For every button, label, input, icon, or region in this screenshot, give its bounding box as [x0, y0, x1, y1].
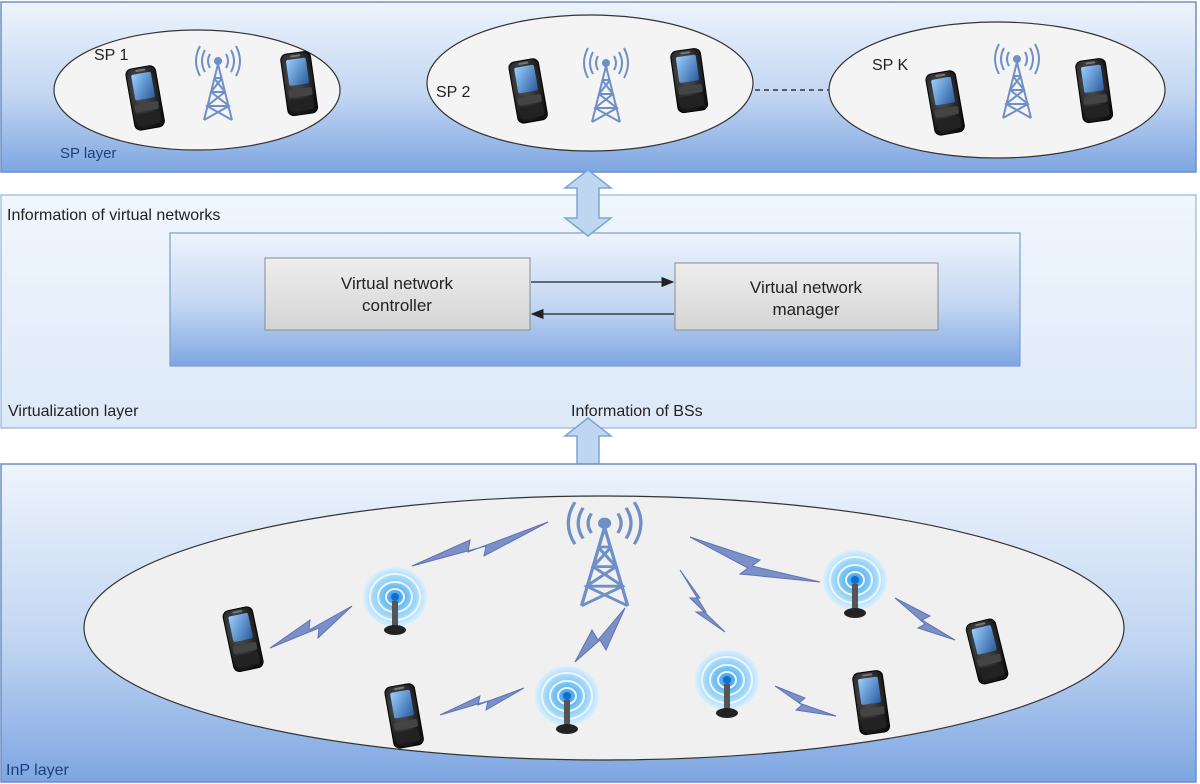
sp-1-label: SP 1: [94, 47, 129, 64]
wireless-links: [269, 521, 956, 717]
sp-layer: SP 1 SP 2 SP K SP layer: [0, 1, 1197, 173]
sp-group-k: SP K: [828, 21, 1166, 159]
wireless-link: [411, 521, 549, 567]
sp-group-1: SP 1: [53, 29, 341, 151]
sp-layer-label: SP layer: [60, 145, 116, 162]
wireless-link: [269, 605, 353, 649]
controller-label-line2: controller: [362, 296, 432, 315]
controller-label-line1: Virtual network: [341, 274, 454, 293]
wireless-link: [689, 536, 821, 583]
wireless-link: [774, 685, 837, 717]
wireless-link: [894, 597, 956, 641]
virtualization-layer: Information of virtual networks Virtual …: [0, 194, 1197, 429]
info-virtual-networks-label: Information of virtual networks: [7, 207, 220, 224]
wireless-link: [439, 687, 525, 716]
inp-layer: InP layer: [0, 463, 1197, 783]
sp-1-ellipse: [53, 29, 341, 151]
sp-group-2: SP 2: [426, 14, 754, 152]
sp-k-label: SP K: [872, 57, 909, 74]
info-bss-label: Information of BSs: [571, 403, 703, 420]
wireless-link: [574, 607, 626, 663]
sp-k-ellipse: [828, 21, 1166, 159]
wireless-link: [679, 569, 726, 633]
sp-2-label: SP 2: [436, 84, 471, 101]
virtual-network-manager-box: [674, 262, 939, 331]
virtual-network-controller-box: [264, 257, 531, 331]
sp-2-ellipse: [426, 14, 754, 152]
virtualization-layer-label: Virtualization layer: [8, 403, 139, 420]
inp-layer-label: InP layer: [6, 762, 70, 779]
manager-label-line1: Virtual network: [750, 278, 863, 297]
sp-virtualization-double-arrow: [562, 169, 614, 237]
manager-label-line2: manager: [772, 300, 839, 319]
